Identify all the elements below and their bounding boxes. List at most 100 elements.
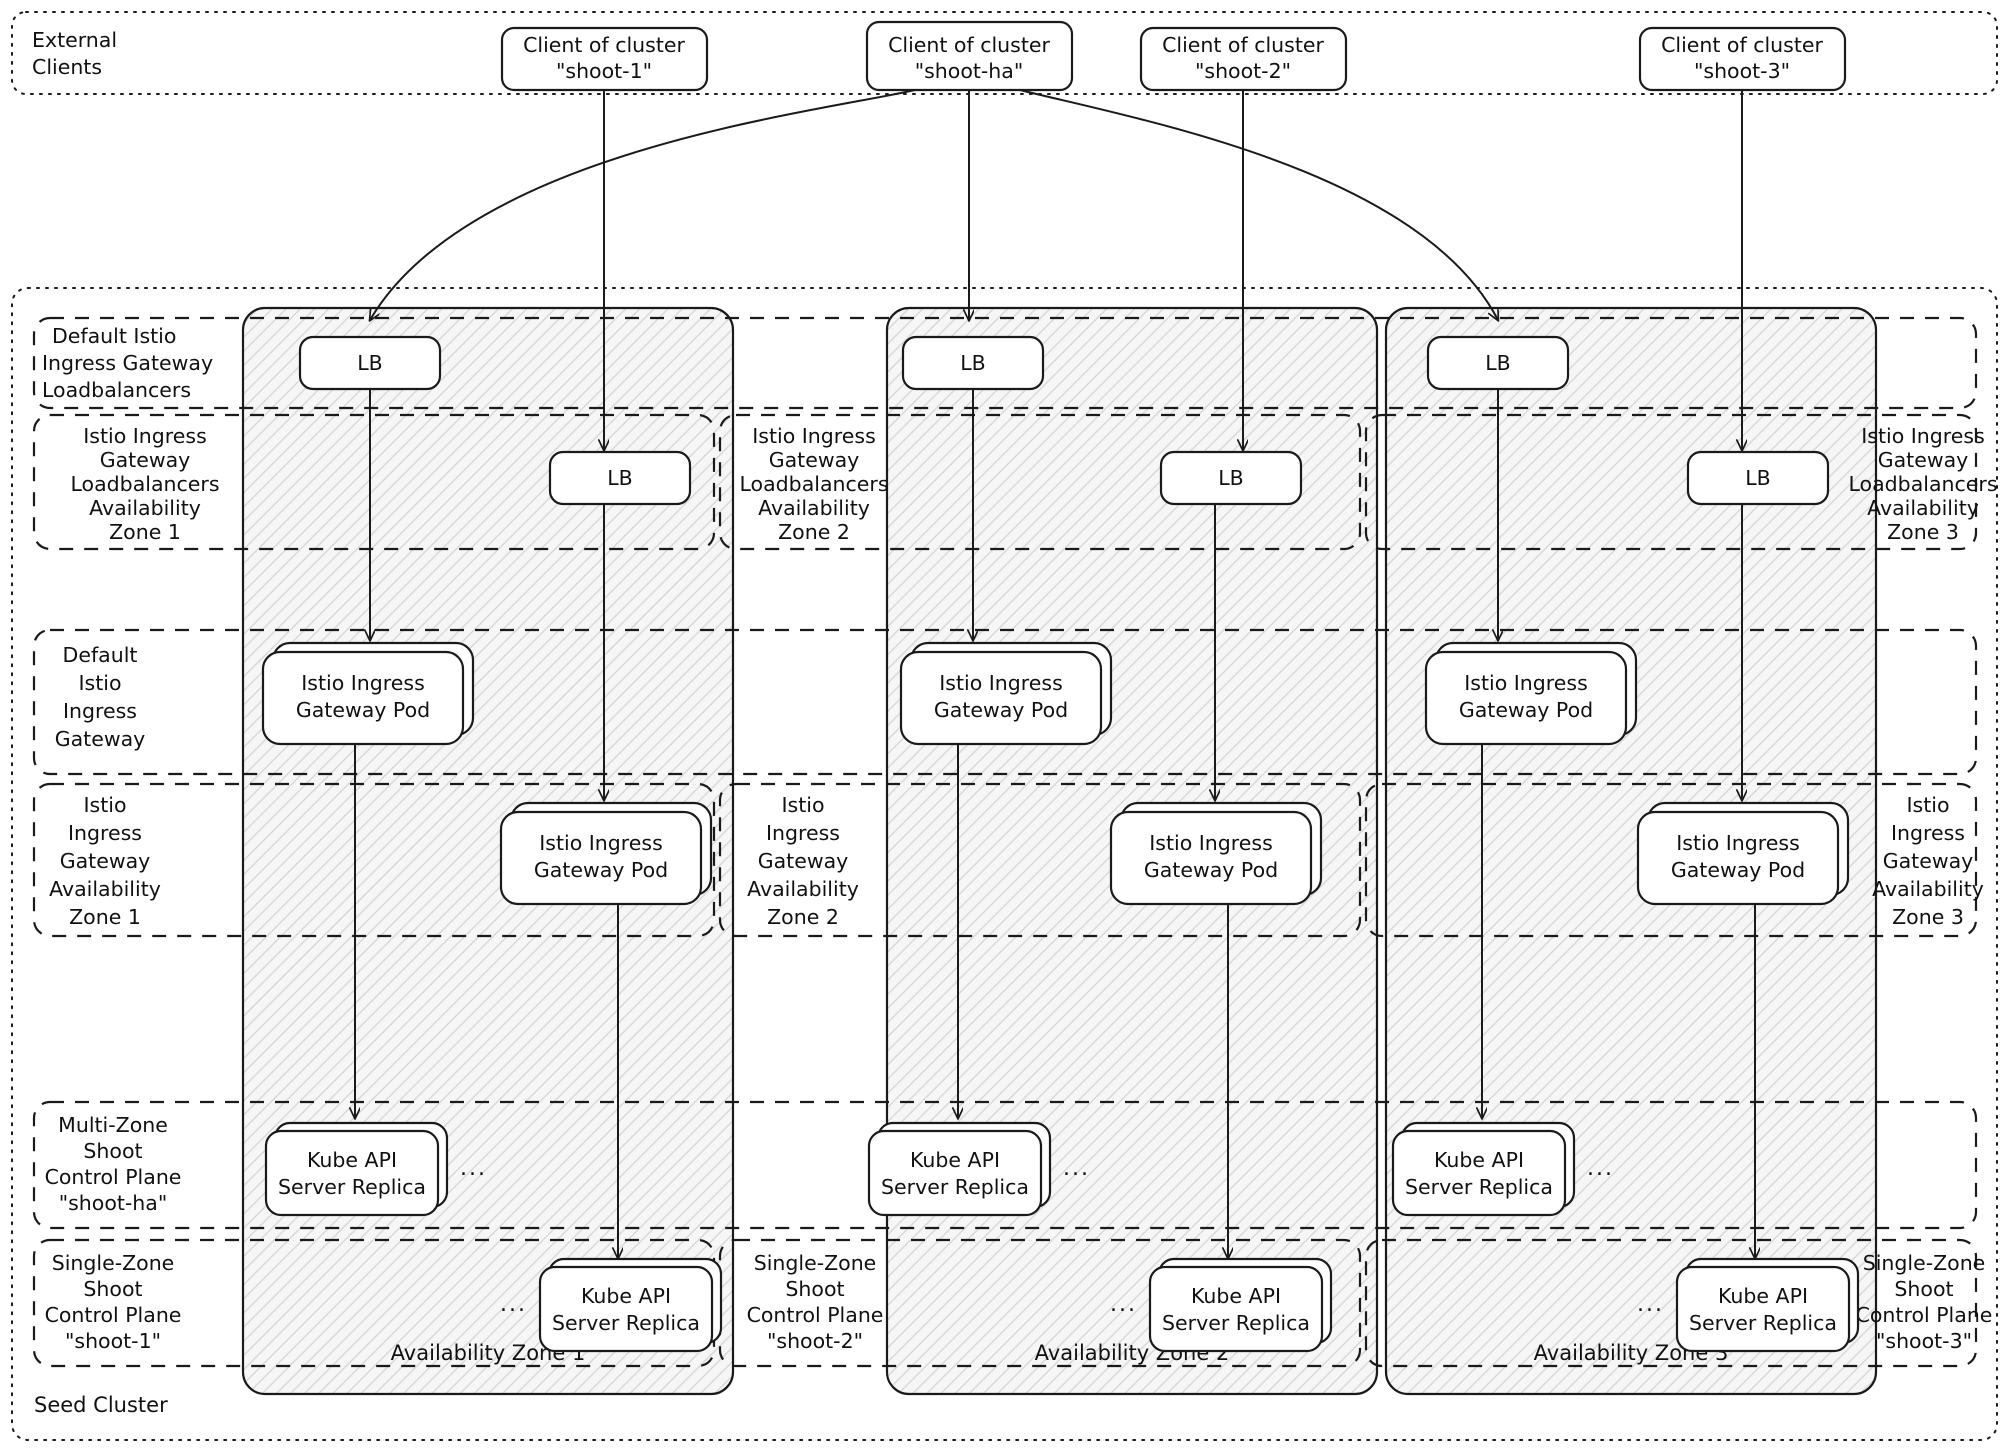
client-shoot-ha[interactable]: Client of cluster "shoot-ha"	[865, 20, 1074, 92]
band-default-istio-gateway-line3: Ingress	[63, 699, 137, 723]
istio-gateway-pod-default-zone1-line1: Istio Ingress	[301, 671, 425, 695]
client-shoot-1-line2: "shoot-1"	[556, 59, 652, 83]
istio-gateway-pod-default-zone1[interactable]: Istio Ingress Gateway Pod	[261, 641, 475, 746]
lb-default-zone2[interactable]: LB	[901, 335, 1045, 391]
istio-gateway-pod-default-zone3-box[interactable]	[1424, 650, 1628, 746]
band-istio-loadbalancers-az3-line2: Gateway	[1878, 448, 1969, 472]
band-singlezone-control-plane-shoot1-line3: Control Plane	[45, 1303, 182, 1327]
band-istio-gateway-az2-line1: Istio	[781, 793, 824, 817]
availability-zone-columns: Availability Zone 1 Availability Zone 2 …	[241, 306, 1878, 1396]
band-multizone-control-plane-ha: Multi-Zone Shoot Control Plane "shoot-ha…	[32, 1100, 1978, 1230]
istio-gateway-pod-az2-line1: Istio Ingress	[1149, 831, 1273, 855]
band-multizone-control-plane-ha-line4: "shoot-ha"	[59, 1191, 168, 1215]
kube-api-server-replica-ha-zone1-box[interactable]	[264, 1129, 440, 1217]
lb-default-zone1[interactable]: LB	[298, 335, 442, 391]
istio-gateway-pod-az1[interactable]: Istio Ingress Gateway Pod	[499, 801, 713, 906]
kube-api-server-replica-shoot1-box[interactable]	[538, 1265, 714, 1353]
lb-default-zone3-box[interactable]	[1426, 335, 1570, 391]
lb-az1-box[interactable]	[548, 450, 692, 506]
istio-gateway-pod-default-zone1-box[interactable]	[261, 650, 465, 746]
istio-gateway-pod-nodes: Istio Ingress Gateway Pod Istio Ingress …	[261, 641, 1850, 906]
band-singlezone-control-plane-shoot2-line1: Single-Zone	[754, 1251, 877, 1275]
band-istio-gateway-az1-border	[32, 782, 716, 938]
client-shoot-2-line2: "shoot-2"	[1195, 59, 1291, 83]
kube-api-shoot3-ellipsis: ...	[1637, 1292, 1664, 1317]
istio-gateway-pod-default-zone3-line1: Istio Ingress	[1464, 671, 1588, 695]
external-clients-group: External Clients Client of cluster "shoo…	[11, 11, 1998, 95]
band-istio-gateway-az2-line3: Gateway	[758, 849, 849, 873]
band-istio-loadbalancers-az1-line1: Istio Ingress	[83, 424, 207, 448]
band-istio-loadbalancers-az3-line3: Loadbalancers	[1849, 472, 1998, 496]
client-shoot-2[interactable]: Client of cluster "shoot-2"	[1139, 26, 1348, 92]
client-shoot-ha-line1: Client of cluster	[888, 33, 1050, 57]
lb-az1[interactable]: LB	[548, 450, 692, 506]
band-default-istio-gateway-line4: Gateway	[55, 727, 146, 751]
band-istio-loadbalancers-az1-line4: Availability	[89, 496, 201, 520]
edge-client-shootha-to-default-lb-z3	[1019, 89, 1498, 320]
band-istio-gateway-az1-line1: Istio	[83, 793, 126, 817]
band-singlezone-control-plane-shoot1-line1: Single-Zone	[52, 1251, 175, 1275]
lb-default-zone2-box[interactable]	[901, 335, 1045, 391]
seed-cluster-border	[11, 287, 1998, 1441]
istio-gateway-pod-default-zone3[interactable]: Istio Ingress Gateway Pod	[1424, 641, 1638, 746]
lb-az2[interactable]: LB	[1159, 450, 1303, 506]
band-istio-loadbalancers-az1: Istio Ingress Gateway Loadbalancers Avai…	[32, 413, 716, 551]
istio-gateway-pod-az1-line2: Gateway Pod	[534, 858, 668, 882]
kube-api-server-replica-ha-zone2[interactable]: Kube API Server Replica ...	[867, 1121, 1090, 1217]
istio-gateway-pod-az3-line1: Istio Ingress	[1676, 831, 1800, 855]
kube-api-server-replica-ha-zone1[interactable]: Kube API Server Replica ...	[264, 1121, 487, 1217]
kube-api-ha-zone2-ellipsis: ...	[1063, 1156, 1090, 1181]
client-shoot-2-line1: Client of cluster	[1162, 33, 1324, 57]
band-singlezone-control-plane-shoot1-border	[32, 1238, 716, 1368]
lb-az3-box[interactable]	[1686, 450, 1830, 506]
kube-api-server-replica-shoot3-line1: Kube API	[1718, 1284, 1808, 1308]
band-istio-loadbalancers-az1-line5: Zone 1	[109, 520, 181, 544]
istio-gateway-pod-az2-box[interactable]	[1109, 810, 1313, 906]
band-istio-loadbalancers-az3: Istio Ingress Gateway Loadbalancers Avai…	[1364, 413, 1998, 551]
lb-az2-label: LB	[1218, 466, 1244, 490]
band-istio-gateway-az1-line4: Availability	[49, 877, 161, 901]
istio-gateway-pod-az2[interactable]: Istio Ingress Gateway Pod	[1109, 801, 1323, 906]
band-multizone-control-plane-ha-line3: Control Plane	[45, 1165, 182, 1189]
istio-gateway-pod-default-zone2[interactable]: Istio Ingress Gateway Pod	[899, 641, 1113, 746]
istio-gateway-pod-default-zone2-box[interactable]	[899, 650, 1103, 746]
kube-api-server-replica-ha-zone3-line2: Server Replica	[1405, 1175, 1553, 1199]
kube-api-server-replica-shoot2-line1: Kube API	[1191, 1284, 1281, 1308]
istio-gateway-pod-default-zone2-line2: Gateway Pod	[934, 698, 1068, 722]
kube-api-shoot1-ellipsis: ...	[500, 1292, 527, 1317]
client-shoot-3[interactable]: Client of cluster "shoot-3"	[1638, 26, 1847, 92]
client-shoot-ha-line2: "shoot-ha"	[915, 59, 1024, 83]
seed-cluster-label: Seed Cluster	[34, 1393, 168, 1417]
client-shoot-1[interactable]: Client of cluster "shoot-1"	[500, 26, 709, 92]
lb-default-zone1-box[interactable]	[298, 335, 442, 391]
kube-api-server-replica-shoot3[interactable]: Kube API Server Replica ...	[1637, 1257, 1860, 1353]
kube-api-server-replica-shoot3-line2: Server Replica	[1689, 1311, 1837, 1335]
istio-gateway-pod-az1-box[interactable]	[499, 810, 703, 906]
band-singlezone-control-plane-shoot3: Single-Zone Shoot Control Plane "shoot-3…	[1364, 1238, 1993, 1368]
kube-api-server-replica-shoot3-box[interactable]	[1675, 1265, 1851, 1353]
band-istio-gateway-az2-border	[718, 782, 1362, 938]
istio-gateway-pod-az3-box[interactable]	[1636, 810, 1840, 906]
kube-api-server-replica-ha-zone3-box[interactable]	[1391, 1129, 1567, 1217]
band-istio-loadbalancers-az2: Istio Ingress Gateway Loadbalancers Avai…	[718, 413, 1362, 551]
band-istio-gateway-az3: Istio Ingress Gateway Availability Zone …	[1364, 782, 1984, 938]
band-istio-loadbalancers-az3-border	[1364, 413, 1978, 551]
band-singlezone-control-plane-shoot2-line2: Shoot	[785, 1277, 844, 1301]
band-singlezone-control-plane-shoot3-line2: Shoot	[1894, 1277, 1953, 1301]
kube-api-server-replica-shoot2[interactable]: Kube API Server Replica ...	[1110, 1257, 1333, 1353]
lb-az3[interactable]: LB	[1686, 450, 1830, 506]
band-istio-gateway-az3-line3: Gateway	[1883, 849, 1974, 873]
band-default-istio-gateway-line1: Default	[63, 643, 138, 667]
band-istio-gateway-az3-line4: Availability	[1872, 877, 1984, 901]
lb-default-zone3[interactable]: LB	[1426, 335, 1570, 391]
kube-api-server-replica-shoot2-box[interactable]	[1148, 1265, 1324, 1353]
lb-az2-box[interactable]	[1159, 450, 1303, 506]
kube-api-server-replica-ha-zone3[interactable]: Kube API Server Replica ...	[1391, 1121, 1614, 1217]
band-istio-loadbalancers-az2-line3: Loadbalancers	[740, 472, 889, 496]
kube-api-server-replica-shoot1[interactable]: Kube API Server Replica ...	[500, 1257, 723, 1353]
kube-api-server-replica-ha-zone2-box[interactable]	[867, 1129, 1043, 1217]
band-singlezone-control-plane-shoot3-line3: Control Plane	[1856, 1303, 1993, 1327]
band-istio-gateway-az2-line5: Zone 2	[767, 905, 839, 929]
istio-gateway-pod-az3[interactable]: Istio Ingress Gateway Pod	[1636, 801, 1850, 906]
